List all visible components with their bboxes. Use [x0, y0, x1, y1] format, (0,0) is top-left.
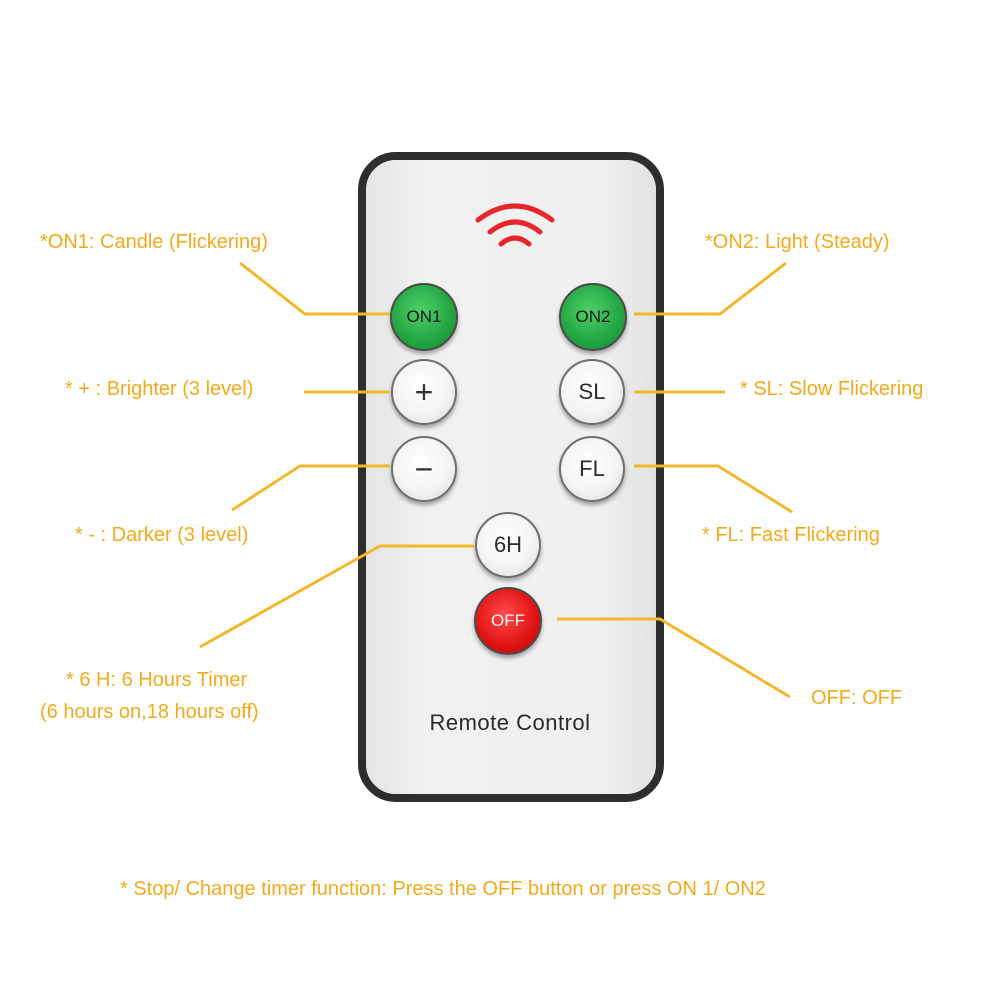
minus-leader-line [231, 464, 390, 512]
on1-leader-line [239, 261, 390, 316]
timer-leader-line [199, 544, 474, 649]
off-callout: OFF: OFF [811, 687, 903, 709]
timer-button-label: 6H [493, 532, 523, 557]
darker-button[interactable]: − [391, 436, 457, 502]
fl-button-label: FL [579, 456, 605, 481]
off-button[interactable]: OFF [474, 587, 542, 655]
off-leader-line [557, 617, 791, 699]
on2-callout: *ON2: Light (Steady) [705, 231, 890, 253]
minus-icon: − [414, 451, 434, 487]
minus-callout: * - : Darker (3 level) [75, 524, 249, 546]
on1-callout: *ON1: Candle (Flickering) [40, 231, 268, 253]
fast-flicker-button[interactable]: FL [559, 436, 625, 502]
on2-leader-line [634, 261, 787, 316]
brighter-button[interactable]: + [391, 359, 457, 425]
fl-callout: * FL: Fast Flickering [702, 524, 880, 546]
timer-6h-button[interactable]: 6H [475, 512, 541, 578]
wireless-signal-icon [475, 203, 555, 247]
off-button-label: OFF [491, 611, 525, 630]
plus-icon: + [414, 374, 434, 410]
remote-label: Remote Control [429, 710, 591, 735]
fl-leader-line [634, 464, 793, 514]
plus-callout: * + : Brighter (3 level) [65, 378, 254, 400]
sl-callout: * SL: Slow Flickering [740, 378, 924, 400]
on1-button-label: ON1 [406, 307, 442, 326]
timer-callout-line1: * 6 H: 6 Hours Timer [66, 669, 248, 691]
timer-callout-line2: (6 hours on,18 hours off) [40, 701, 259, 723]
footer-note: * Stop/ Change timer function: Press the… [120, 878, 766, 900]
sl-button-label: SL [578, 379, 606, 404]
on2-button-label: ON2 [575, 307, 611, 326]
on2-button[interactable]: ON2 [559, 283, 627, 351]
on1-button[interactable]: ON1 [390, 283, 458, 351]
slow-flicker-button[interactable]: SL [559, 359, 625, 425]
